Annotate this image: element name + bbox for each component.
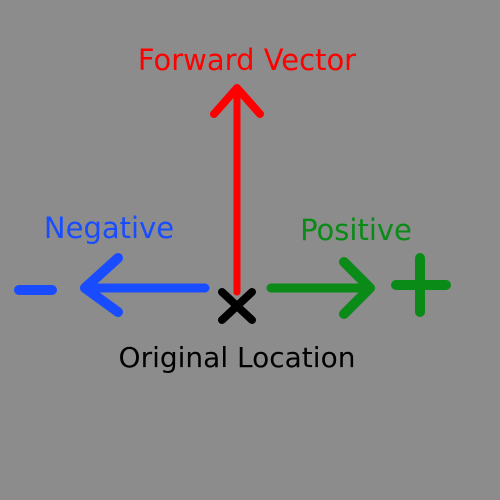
- negative-arrow-head: [80, 253, 123, 317]
- plus-sign-icon: [391, 253, 451, 317]
- origin-x-icon: [218, 288, 256, 324]
- origin-x-stroke-2: [218, 288, 256, 324]
- forward-vector-arrow: [210, 84, 264, 296]
- positive-arrow-head: [339, 257, 375, 319]
- forward-vector-label: Forward Vector: [138, 43, 356, 77]
- negative-label: Negative: [44, 211, 174, 245]
- positive-label: Positive: [300, 213, 412, 247]
- origin-label: Original Location: [119, 341, 356, 374]
- positive-direction-arrow: [266, 257, 375, 319]
- negative-direction-arrow: [80, 253, 210, 317]
- forward-vector-head: [210, 84, 264, 118]
